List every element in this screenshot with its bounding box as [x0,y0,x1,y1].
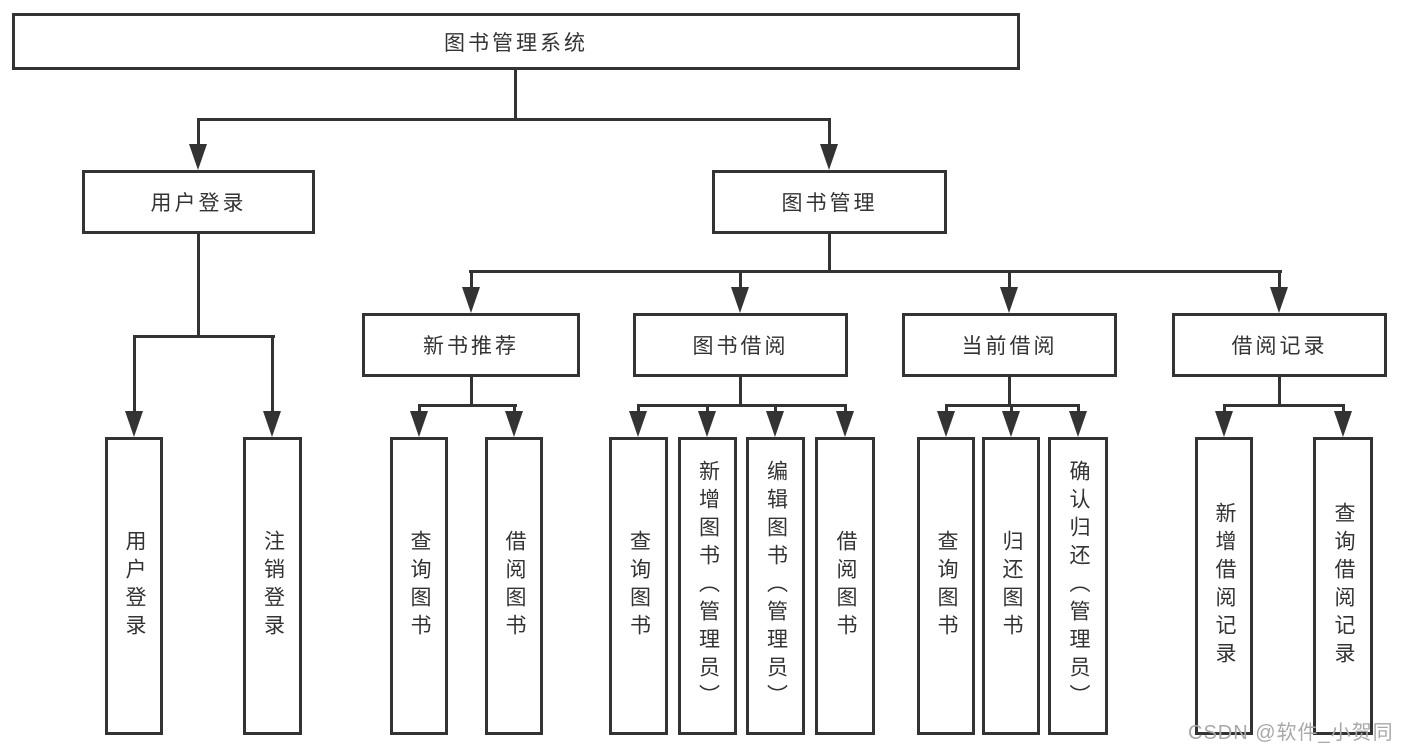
node-query-books-current: 查询图书 [917,437,975,735]
connector-user-login-stem [197,234,200,335]
arrowhead-icon [1270,287,1288,313]
connector-book-management-stem [828,234,831,270]
connector-stub [706,404,709,413]
connector-stub [774,404,777,413]
connector-stub [828,118,831,146]
node-user-login-leaf: 用户登录 [105,437,163,735]
connector-stub [1342,404,1345,413]
node-borrow-books-recommend: 借阅图书 [485,437,543,735]
connector-root-branch [197,118,831,121]
connector-records-branch [1223,404,1345,407]
arrowhead-icon [766,411,784,437]
arrowhead-icon [189,144,207,170]
connector-stub [1008,270,1011,288]
node-user-login: 用户登录 [82,170,315,234]
node-logout-leaf: 注销登录 [243,437,302,735]
arrowhead-icon [1334,411,1352,437]
connector-root-stem [514,70,517,118]
connector-borrowing-stem [739,377,742,404]
connector-stub [271,335,274,413]
connector-user-login-branch [133,335,275,338]
node-edit-books-admin: 编辑图书（管理员） [746,437,805,735]
node-book-management: 图书管理 [712,170,947,234]
arrowhead-icon [1215,411,1233,437]
connector-stub [197,118,200,146]
node-confirm-return-admin: 确认归还（管理员） [1048,437,1108,735]
arrowhead-icon [731,287,749,313]
connector-stub [418,404,421,413]
node-add-borrow-record: 新增借阅记录 [1195,437,1253,735]
connector-recommend-branch [418,404,517,407]
arrowhead-icon [263,411,281,437]
connector-stub [1278,270,1281,288]
arrowhead-icon [462,287,480,313]
connector-stub [1077,404,1080,413]
node-root: 图书管理系统 [12,13,1020,70]
node-add-books-admin: 新增图书（管理员） [678,437,737,735]
arrowhead-icon [629,411,647,437]
arrowhead-icon [125,411,143,437]
connector-stub [1010,404,1013,413]
connector-borrowing-branch [637,404,847,407]
node-query-books-recommend: 查询图书 [390,437,448,735]
connector-stub [133,335,136,413]
connector-current-stem [1008,377,1011,404]
node-book-borrowing: 图书借阅 [633,313,848,377]
arrowhead-icon [1000,287,1018,313]
connector-recommend-stem [470,377,473,404]
arrowhead-icon [937,411,955,437]
connector-stub [513,404,516,413]
connector-stub [470,270,473,288]
node-new-book-recommendation: 新书推荐 [362,313,580,377]
node-query-borrow-record: 查询借阅记录 [1313,437,1373,735]
arrowhead-icon [1069,411,1087,437]
arrowhead-icon [836,411,854,437]
connector-stub [637,404,640,413]
node-return-books: 归还图书 [982,437,1040,735]
arrowhead-icon [698,411,716,437]
connector-stub [739,270,742,288]
connector-stub [844,404,847,413]
connector-records-stem [1278,377,1281,404]
arrowhead-icon [505,411,523,437]
node-borrowing-records: 借阅记录 [1172,313,1387,377]
connector-stub [1223,404,1226,413]
connector-book-management-branch [469,270,1282,273]
node-current-borrowing: 当前借阅 [902,313,1117,377]
node-query-books-borrowing: 查询图书 [609,437,668,735]
arrowhead-icon [410,411,428,437]
watermark: CSDN @软件_小贺同学 [1188,722,1394,744]
connector-stub [945,404,948,413]
arrowhead-icon [1002,411,1020,437]
arrowhead-icon [820,144,838,170]
node-borrow-books-borrowing: 借阅图书 [815,437,875,735]
